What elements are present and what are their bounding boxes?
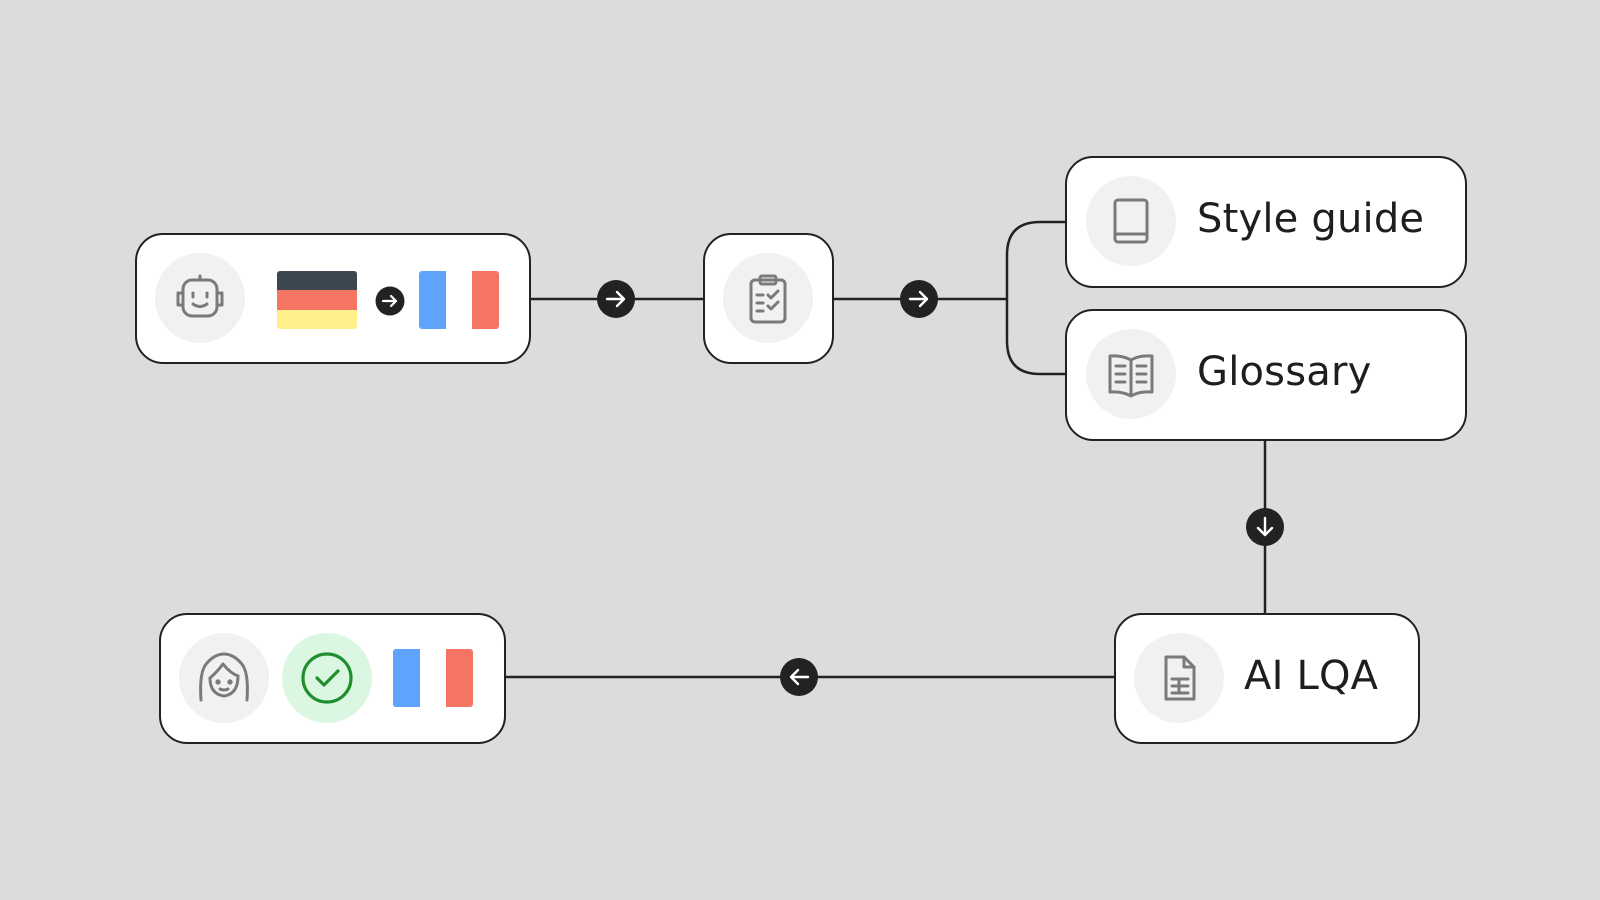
open-book-icon — [1086, 329, 1176, 419]
checklist-node[interactable] — [703, 233, 834, 364]
arrow-right-icon — [900, 280, 938, 318]
arrow-left-icon — [780, 658, 818, 696]
machine-translation-node[interactable] — [135, 233, 531, 364]
document-icon — [1134, 633, 1224, 723]
result-node[interactable] — [159, 613, 506, 744]
glossary-node[interactable]: Glossary — [1065, 309, 1467, 441]
style-guide-label: Style guide — [1197, 196, 1425, 242]
clipboard-check-icon — [723, 253, 813, 343]
book-icon — [1086, 176, 1176, 266]
arrow-down-icon — [1246, 508, 1284, 546]
france-flag — [419, 271, 499, 329]
style-guide-node[interactable]: Style guide — [1065, 156, 1467, 288]
germany-flag — [277, 271, 357, 329]
robot-icon — [155, 253, 245, 343]
france-flag — [393, 649, 473, 707]
person-icon — [179, 633, 269, 723]
connector-branch-to-glossary — [1005, 299, 1070, 376]
connector-branch-to-style-guide — [1005, 220, 1070, 299]
ai-lqa-label: AI LQA — [1244, 653, 1379, 699]
check-circle-icon — [282, 633, 372, 723]
ai-lqa-node[interactable]: AI LQA — [1114, 613, 1420, 744]
arrow-right-icon — [597, 280, 635, 318]
arrow-right-icon — [375, 286, 405, 316]
glossary-label: Glossary — [1197, 349, 1372, 395]
